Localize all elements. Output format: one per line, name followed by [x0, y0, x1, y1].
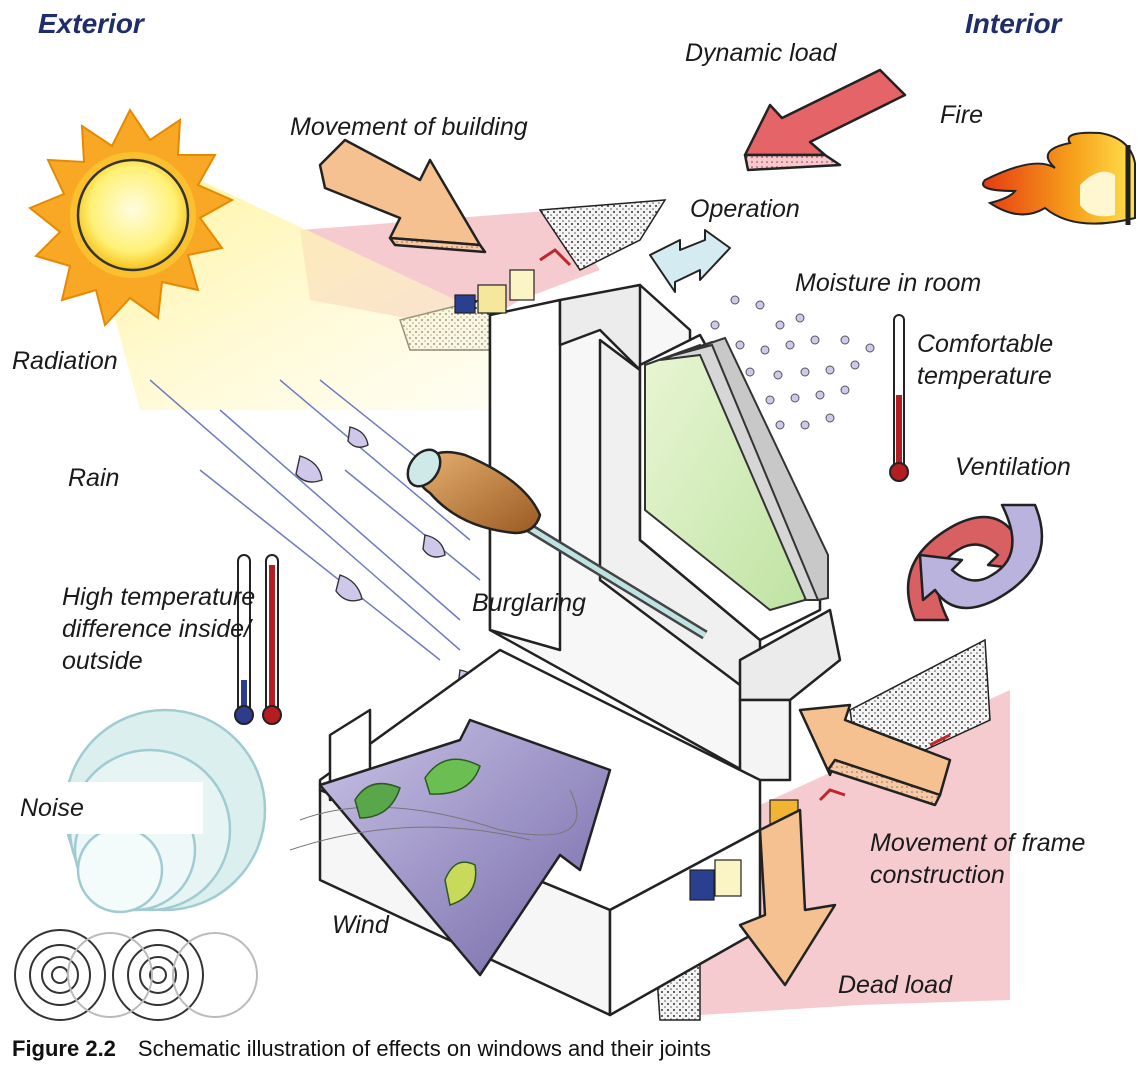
ventilation-arrows-icon: [906, 503, 1044, 622]
movement-of-frame-line-1: Movement of frame: [870, 829, 1086, 857]
movement-of-building-arrow: [318, 138, 487, 254]
high-temperature-difference-line-3: outside: [62, 647, 143, 675]
ventilation-label: Ventilation: [955, 453, 1071, 481]
movement-of-building-label: Movement of building: [290, 113, 528, 141]
operation-arrow: [649, 229, 731, 293]
screwdriver-icon: [406, 448, 708, 640]
fire-label: Fire: [940, 101, 984, 129]
leaves-icon: [354, 758, 481, 906]
wind-arrow: [289, 718, 612, 977]
window-frame: [488, 283, 842, 782]
comfortable-temperature-label: Comfortable temperature: [917, 328, 1053, 392]
high-temperature-difference-line-2: difference inside/: [62, 615, 252, 643]
exterior-label: Exterior: [38, 8, 144, 39]
dead-load-arrow: [738, 808, 837, 987]
wind-label: Wind: [332, 911, 389, 939]
moisture-in-room-label: Moisture in room: [795, 269, 982, 297]
movement-of-frame-construction-label: Movement of frame construction: [870, 827, 1085, 891]
comfortable-temperature-line-1: Comfortable: [917, 330, 1054, 358]
dead-load-label: Dead load: [838, 971, 952, 999]
temperature-difference-thermometers-icon: [234, 554, 282, 725]
comfortable-temperature-line-2: temperature: [917, 362, 1052, 390]
noise-label: Noise: [20, 794, 84, 822]
figure-caption: Figure 2.2 Schematic illustration of effe…: [12, 1036, 711, 1062]
movement-of-frame-line-2: construction: [870, 861, 1005, 889]
moisture-droplets: [710, 295, 875, 430]
glazing-unit: [644, 336, 829, 612]
high-temperature-difference-line-1: High temperature: [62, 583, 256, 611]
figure-caption-text: Schematic illustration of effects on win…: [137, 1036, 712, 1061]
radiation-label: Radiation: [12, 347, 118, 375]
dynamic-load-label: Dynamic load: [685, 39, 837, 67]
operation-label: Operation: [690, 195, 800, 223]
high-temperature-difference-label: High temperature difference inside/ outs…: [62, 581, 255, 677]
traffic-wheels-icon: [14, 929, 258, 1021]
dynamic-load-arrow: [743, 68, 907, 172]
figure-number: Figure 2.2: [12, 1036, 116, 1061]
noise-label-backdrop: [15, 782, 203, 834]
interior-label: Interior: [965, 8, 1062, 39]
burglaring-label: Burglaring: [472, 589, 586, 617]
upper-insulation-top: [538, 199, 667, 271]
rain-label: Rain: [68, 464, 120, 492]
gasket-strips: [539, 248, 951, 802]
movement-of-frame-arrow: [798, 703, 952, 807]
fire-icon: [982, 131, 1136, 225]
sun-icon: [28, 108, 235, 328]
room-thermometer-icon: [889, 314, 909, 482]
